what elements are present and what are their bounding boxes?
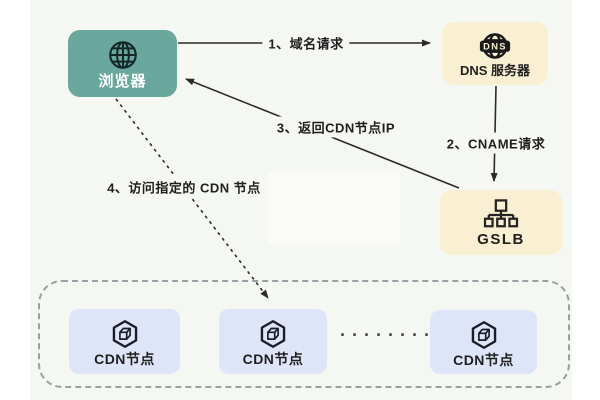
watermark-patch: [268, 172, 400, 244]
hexagon-cube-icon: [112, 320, 137, 348]
edge-label-cname-request: 2、CNAME请求: [440, 132, 552, 154]
hexagon-cube-icon: [471, 320, 496, 349]
node-gslb: GSLB: [440, 190, 562, 255]
hexagon-cube-icon: [260, 320, 286, 348]
node-browser: 浏览器: [68, 30, 177, 97]
edge-access-cdn-node: [115, 98, 269, 299]
svg-text:DNS: DNS: [483, 42, 507, 52]
node-dns-server: DNS DNS 服务器: [442, 22, 548, 85]
edge-label-domain-request: 1、域名请求: [262, 32, 350, 54]
cdn-node-label: CDN节点: [94, 351, 155, 367]
node-gslb-label: GSLB: [477, 230, 525, 248]
globe-icon: [108, 41, 137, 69]
node-browser-label: 浏览器: [98, 73, 147, 90]
cdn-node-3: CDN节点: [430, 310, 537, 374]
cdn-node-label: CDN节点: [453, 351, 514, 368]
cdn-node-label: CDN节点: [242, 351, 304, 367]
dns-globe-icon: DNS: [479, 33, 511, 59]
cdn-node-1: CDN节点: [69, 309, 180, 374]
cdn-node-2: CDN节点: [219, 309, 327, 374]
cdn-ellipsis: ·········: [340, 325, 448, 345]
edge-label-access-cdn-node: 4、访问指定的 CDN 节点: [101, 176, 267, 198]
edge-label-return-cdn-ip: 3、返回CDN节点IP: [270, 116, 402, 138]
cdn-cluster-container: CDN节点 CDN节点 ·········: [38, 280, 570, 388]
hierarchy-icon: [483, 198, 519, 227]
node-dns-label: DNS 服务器: [459, 63, 531, 78]
